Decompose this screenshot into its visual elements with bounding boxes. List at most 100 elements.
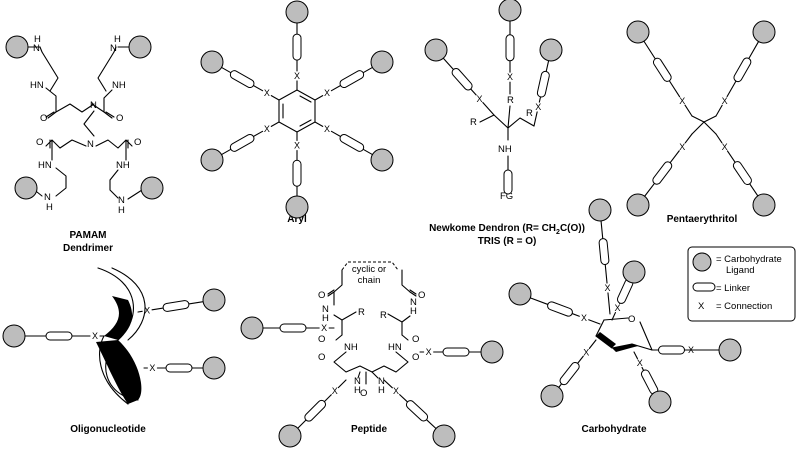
arm-bond bbox=[383, 379, 393, 389]
arm-bond bbox=[297, 419, 307, 429]
pamam-structure: N H HN O N H NH O N N O HN N H O NH N H bbox=[5, 34, 164, 216]
svg-text:FG: FG bbox=[500, 191, 513, 202]
connection-x: X bbox=[294, 71, 300, 81]
svg-text:cyclic or: cyclic or bbox=[352, 264, 386, 275]
arm-bond bbox=[270, 121, 280, 127]
arm-bond bbox=[470, 88, 477, 96]
linker-pill bbox=[598, 238, 610, 266]
ligand-circle bbox=[718, 338, 742, 362]
label-carbohydrate: Carbohydrate bbox=[581, 424, 646, 435]
connection-x: X bbox=[476, 94, 482, 104]
svg-text:H: H bbox=[322, 313, 329, 324]
svg-text:R: R bbox=[507, 95, 514, 106]
arm-bond bbox=[588, 339, 597, 349]
connection-x: X bbox=[92, 331, 98, 341]
ligand-circle bbox=[424, 38, 448, 62]
svg-text:N: N bbox=[378, 376, 385, 387]
arm-bond bbox=[442, 57, 454, 71]
legend-linker-symbol bbox=[692, 282, 716, 292]
ligand-circle bbox=[200, 148, 224, 172]
legend-connection-label: = Connection bbox=[716, 301, 772, 312]
linker-pill bbox=[279, 323, 307, 333]
legend-linker-label: = Linker bbox=[716, 283, 750, 294]
linker-pill bbox=[229, 70, 255, 89]
legend-box bbox=[687, 246, 796, 322]
connection-x: X bbox=[324, 124, 330, 134]
svg-text:NH: NH bbox=[116, 160, 130, 171]
arm-bond bbox=[252, 84, 264, 92]
arm-bond bbox=[669, 150, 680, 164]
connection-x: X bbox=[679, 142, 685, 152]
arm-bond bbox=[538, 96, 542, 103]
arm-bond bbox=[715, 133, 723, 144]
svg-text:N: N bbox=[118, 195, 125, 206]
svg-text:N: N bbox=[354, 376, 361, 387]
label-pamam: PAMAM bbox=[69, 230, 106, 241]
linker-pill bbox=[559, 362, 580, 386]
svg-text:O: O bbox=[40, 113, 47, 124]
svg-text:O: O bbox=[318, 352, 325, 363]
ligand-circle bbox=[370, 148, 394, 172]
ligand-circle bbox=[539, 38, 563, 62]
arm-bond bbox=[684, 133, 693, 144]
svg-text:N: N bbox=[33, 43, 40, 54]
connection-x: X bbox=[332, 386, 338, 396]
ligand-circle bbox=[540, 384, 564, 408]
linker-pill bbox=[505, 34, 515, 62]
ligand-circle bbox=[2, 324, 26, 348]
arm-bond bbox=[330, 130, 342, 138]
svg-text:N: N bbox=[110, 43, 117, 54]
linker-pill bbox=[45, 331, 73, 341]
linker-pill bbox=[292, 159, 302, 187]
arm-bond bbox=[749, 183, 759, 197]
svg-text:N: N bbox=[410, 297, 417, 308]
ligand-circle bbox=[140, 176, 164, 200]
connection-x: X bbox=[679, 96, 685, 106]
svg-text:H: H bbox=[114, 34, 121, 45]
svg-text:R: R bbox=[470, 117, 477, 128]
ligand-circle bbox=[128, 35, 152, 59]
linker-pill bbox=[339, 133, 365, 152]
linker-pill bbox=[304, 399, 327, 422]
arm-bond bbox=[748, 41, 760, 60]
connection-x: X bbox=[321, 323, 327, 333]
arm-bond bbox=[314, 121, 324, 127]
arm-bond bbox=[668, 80, 681, 98]
linker-pill bbox=[292, 33, 302, 61]
arm-bond bbox=[482, 101, 495, 116]
linker-pill bbox=[442, 347, 470, 357]
linker-pill bbox=[652, 57, 672, 82]
ligand-circle bbox=[200, 50, 224, 74]
ligand-circle bbox=[432, 424, 456, 448]
connection-x: X bbox=[149, 363, 155, 373]
ligand-circle bbox=[370, 50, 394, 74]
oligonucleotide-structure bbox=[96, 267, 146, 405]
arm-bond bbox=[425, 419, 437, 430]
connection-x: X bbox=[393, 386, 399, 396]
ligand-circle bbox=[285, 0, 309, 24]
arm-bond bbox=[607, 292, 611, 315]
ligand-circle bbox=[202, 288, 226, 312]
svg-text:NH: NH bbox=[344, 342, 358, 353]
arm-bond bbox=[188, 301, 204, 305]
label-aryl: Aryl bbox=[287, 214, 307, 225]
svg-text:N: N bbox=[90, 100, 97, 111]
arm-bond bbox=[588, 319, 601, 325]
linker-pill bbox=[547, 301, 573, 317]
arm-bond bbox=[558, 383, 563, 388]
label-pentaerythritol: Pentaerythritol bbox=[667, 214, 738, 225]
connection-x: X bbox=[264, 124, 270, 134]
arm-bond bbox=[726, 150, 736, 163]
svg-text:O: O bbox=[318, 334, 325, 345]
arm-bond bbox=[337, 379, 347, 389]
arm-bond bbox=[604, 263, 608, 284]
svg-text:O: O bbox=[134, 137, 141, 148]
legend-connection-symbol: X bbox=[698, 301, 705, 312]
arm-bond bbox=[715, 104, 723, 117]
connection-x: X bbox=[722, 96, 728, 106]
ligand-circle bbox=[626, 193, 650, 217]
ligand-circle bbox=[240, 316, 264, 340]
svg-text:O: O bbox=[116, 113, 123, 124]
